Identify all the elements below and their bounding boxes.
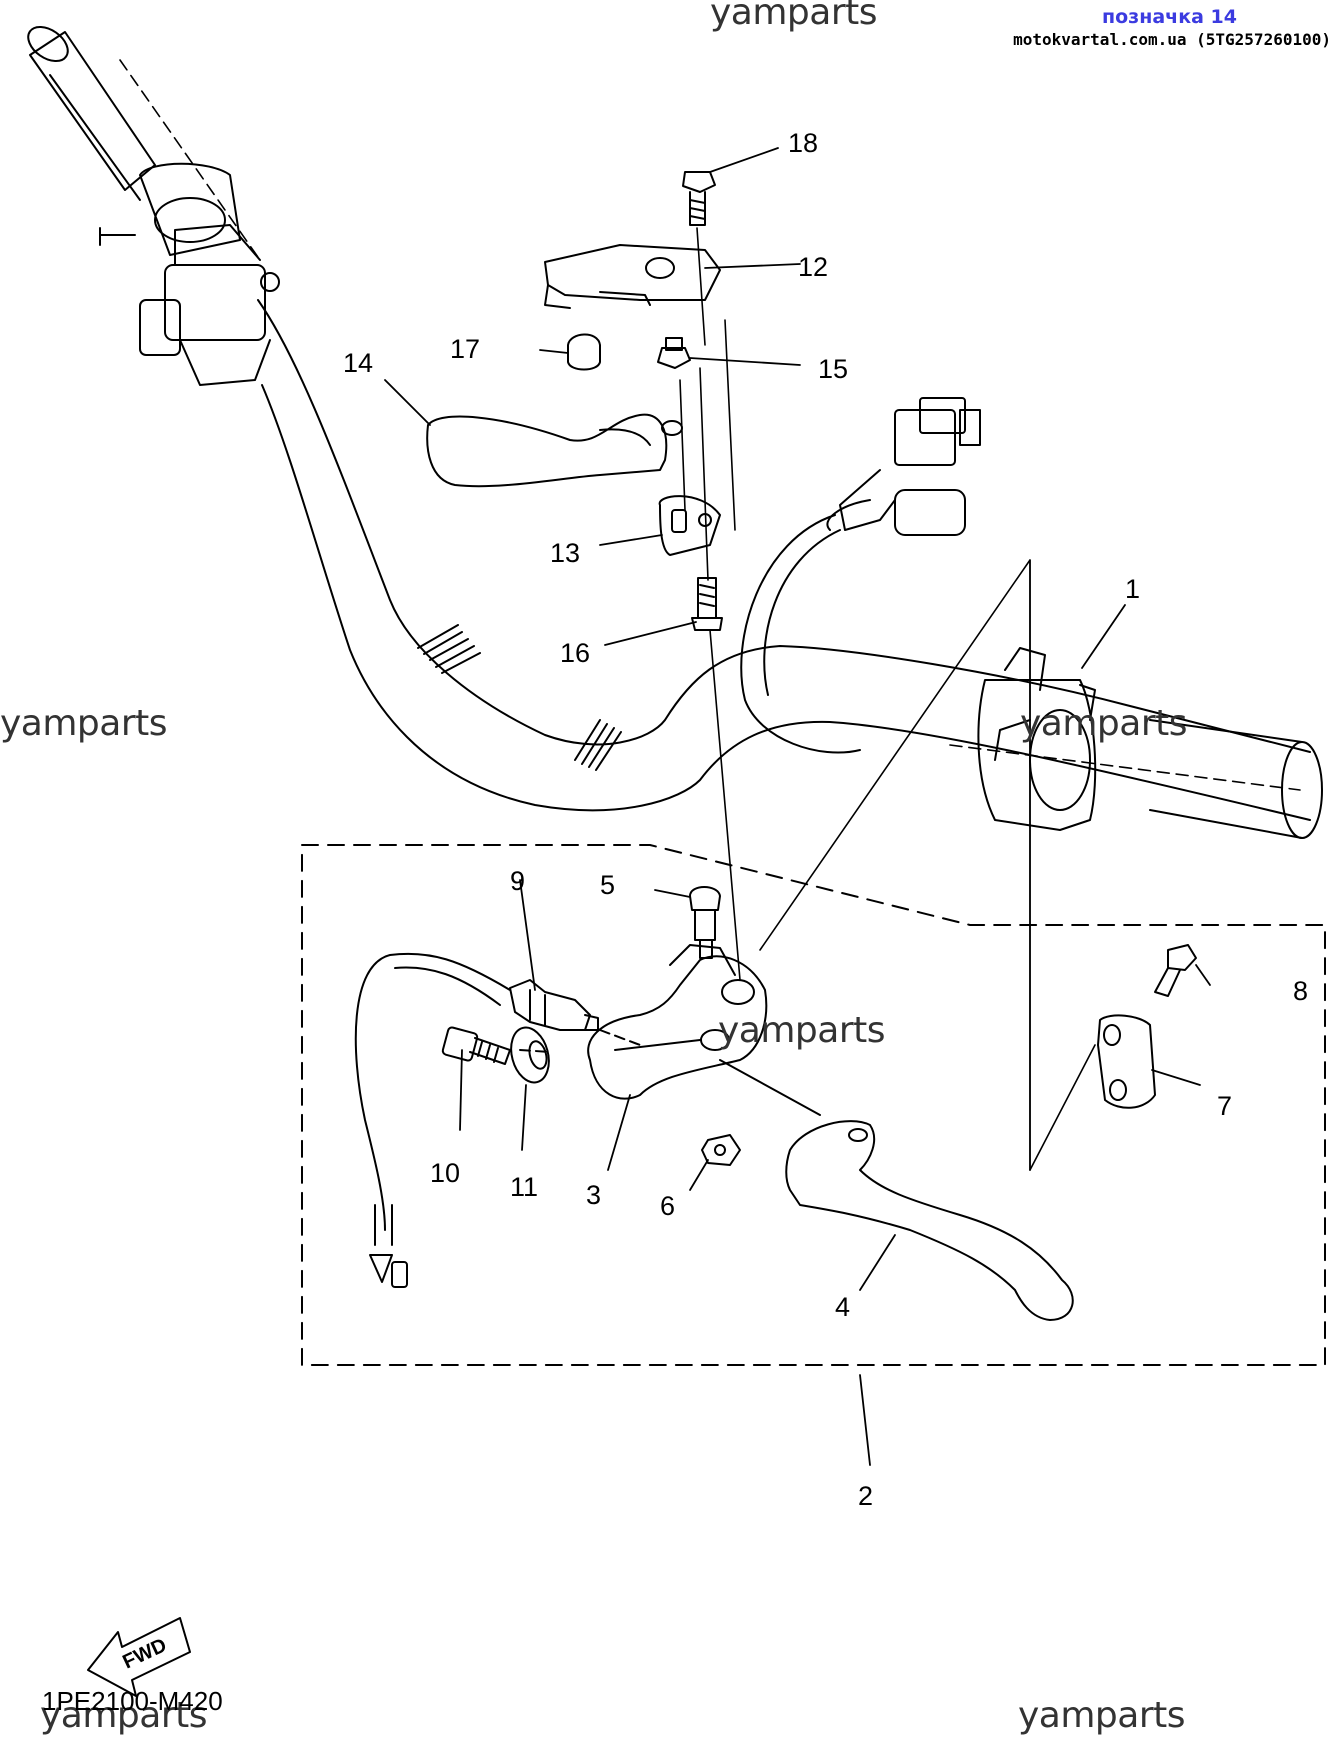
part-14-lever xyxy=(426,413,683,488)
part-16-bolt xyxy=(691,577,723,631)
assembly-lines xyxy=(679,227,1096,1171)
connectors xyxy=(740,397,981,754)
leader-lines xyxy=(384,147,1211,1466)
left-grip xyxy=(27,25,156,201)
part-15-collar xyxy=(657,337,691,369)
callout-16: 16 xyxy=(560,638,590,668)
part-12-bracket xyxy=(544,244,721,309)
part-6-nut xyxy=(701,1134,741,1166)
callout-15: 15 xyxy=(818,354,848,384)
callout-11: 11 xyxy=(510,1172,538,1202)
part-10-screw xyxy=(441,1026,511,1065)
part-8-screw xyxy=(1154,944,1197,997)
callout-2: 2 xyxy=(858,1481,873,1511)
watermark: yamparts xyxy=(710,0,878,33)
header-tag: позначка 14 xyxy=(1102,6,1237,28)
right-grip xyxy=(1149,719,1323,839)
part-11-locknut xyxy=(510,1026,550,1084)
part-7-clamp xyxy=(1097,1014,1156,1109)
header-source: motokvartal.com.ua (5TG257260100) xyxy=(1013,30,1331,49)
bar-rings xyxy=(417,624,622,771)
watermark: yamparts xyxy=(1018,1695,1186,1736)
watermark: yamparts xyxy=(0,703,168,744)
callout-6: 6 xyxy=(660,1191,675,1221)
fwd-arrow-icon xyxy=(87,1617,191,1697)
part-18-screw xyxy=(682,171,716,226)
callout-14: 14 xyxy=(343,348,373,378)
callout-7: 7 xyxy=(1217,1091,1232,1121)
callout-10: 10 xyxy=(430,1158,460,1188)
part-9-adjuster xyxy=(509,979,599,1031)
part-4-lever xyxy=(719,1059,1074,1321)
callout-9: 9 xyxy=(510,866,525,896)
callout-1: 1 xyxy=(1125,574,1140,604)
callout-17: 17 xyxy=(450,334,480,364)
callout-5: 5 xyxy=(600,870,615,900)
watermark: yamparts xyxy=(718,1010,886,1051)
callout-12: 12 xyxy=(798,252,828,282)
callout-3: 3 xyxy=(586,1180,601,1210)
part-3-holder xyxy=(587,944,768,1100)
callout-13: 13 xyxy=(550,538,580,568)
part-17-grommet xyxy=(567,333,601,371)
part-13-plate xyxy=(658,495,721,556)
fwd-label: FWD xyxy=(119,1634,170,1673)
part-2-assembly-box xyxy=(301,844,1326,1366)
callout-labels: 1 2 3 4 5 6 7 8 9 10 11 12 13 14 15 16 1… xyxy=(119,128,1308,1673)
callout-18: 18 xyxy=(788,128,818,158)
clutch-cable xyxy=(354,952,641,1288)
diagram-code: 1PE2100-M420 xyxy=(42,1686,223,1716)
callout-4: 4 xyxy=(835,1292,850,1322)
watermark: yamparts xyxy=(40,1695,208,1736)
master-cylinder xyxy=(99,162,280,386)
callout-8: 8 xyxy=(1293,976,1308,1006)
watermark: yamparts xyxy=(1020,703,1188,744)
